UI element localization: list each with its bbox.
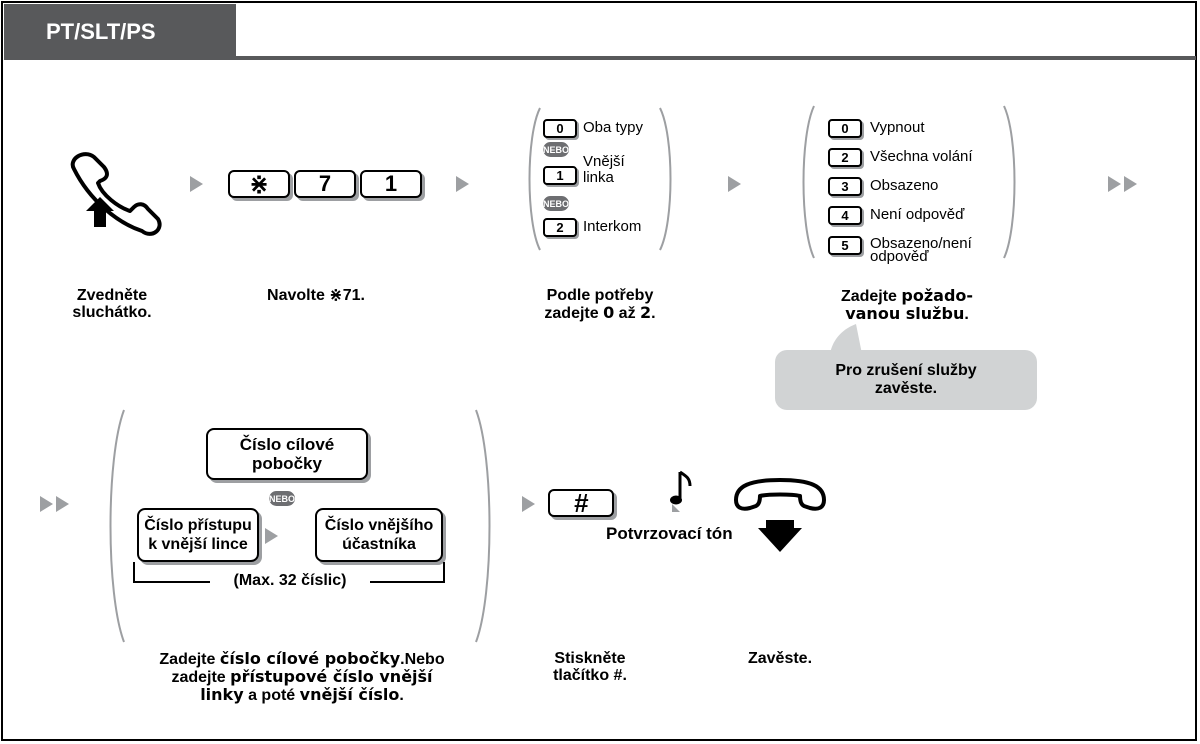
continue-arrow [1108,176,1121,192]
flow-arrow [728,176,741,192]
continue-arrow [1124,176,1137,192]
hash-key: # [548,488,614,518]
music-note-icon [670,470,692,512]
flow-arrow [265,528,278,544]
service-busy-no-answer-label: Obsazeno/není odpověď [870,235,972,265]
option-key-2: 2 [543,218,577,237]
step-2-caption: Navolte ⋇71. [267,287,365,304]
step-5-caption: Zadejte číslo cílové pobočky.Nebo zadejt… [159,649,445,704]
flow-arrow [522,496,535,512]
outside-party-number-box: Číslo vnějšího účastníka [315,508,443,562]
destination-bracket [109,409,491,643]
max-digits-bracket [133,562,445,583]
step-6-caption: Stiskněte tlačítko #. [553,650,627,684]
option-bracket [528,107,672,251]
service-no-answer-label: Není odpověď [870,206,965,223]
or-badge: NEBO [543,196,569,211]
header-rule [4,56,1196,60]
handset-offhook-icon [70,152,162,236]
service-key-4: 4 [828,206,862,225]
option-both-label: Oba typy [583,119,644,136]
step-4-caption: Zadejte požado- vanou službu. [840,286,974,323]
max-digits-label: (Max. 32 číslic) [233,572,347,589]
service-off-label: Vypnout [870,119,925,136]
one-key: 1 [360,170,422,198]
callout-pointer [830,324,862,354]
or-badge: NEBO [543,142,569,157]
service-key-2: 2 [828,148,862,167]
option-intercom-label: Interkom [583,218,642,235]
continue-arrow [40,496,53,512]
option-bracket [802,105,1016,259]
service-busy-label: Obsazeno [870,177,939,194]
cancel-note: Pro zrušení služby zavěste. [775,350,1037,410]
flow-arrow [190,176,203,192]
star-key: ⋇ [228,170,290,198]
handset-onhook-icon [734,478,826,552]
header-tab: PT/SLT/PS [4,4,236,60]
or-badge: NEBO [269,491,295,506]
service-all-calls-label: Všechna volání [870,148,973,165]
outside-access-code-box: Číslo přístupu k vnější lince [137,508,259,562]
target-extension-box: Číslo cílové pobočky [206,428,368,480]
service-key-3: 3 [828,177,862,196]
confirm-tone-label: Potvrzovací tón [606,524,733,543]
step-1-caption: Zvedněte sluchátko. [72,287,152,321]
flow-arrow [456,176,469,192]
option-outside-line-label: Vnější linka [583,153,625,186]
service-key-5: 5 [828,236,862,255]
seven-key: 7 [294,170,356,198]
step-3-caption: Podle potřeby zadejte 0 až 2. [544,287,656,322]
continue-arrow [56,496,69,512]
option-key-1: 1 [543,166,577,185]
header-title: PT/SLT/PS [46,19,156,44]
service-key-0: 0 [828,119,862,138]
option-key-0: 0 [543,119,577,138]
step-7-caption: Zavěste. [747,650,813,667]
